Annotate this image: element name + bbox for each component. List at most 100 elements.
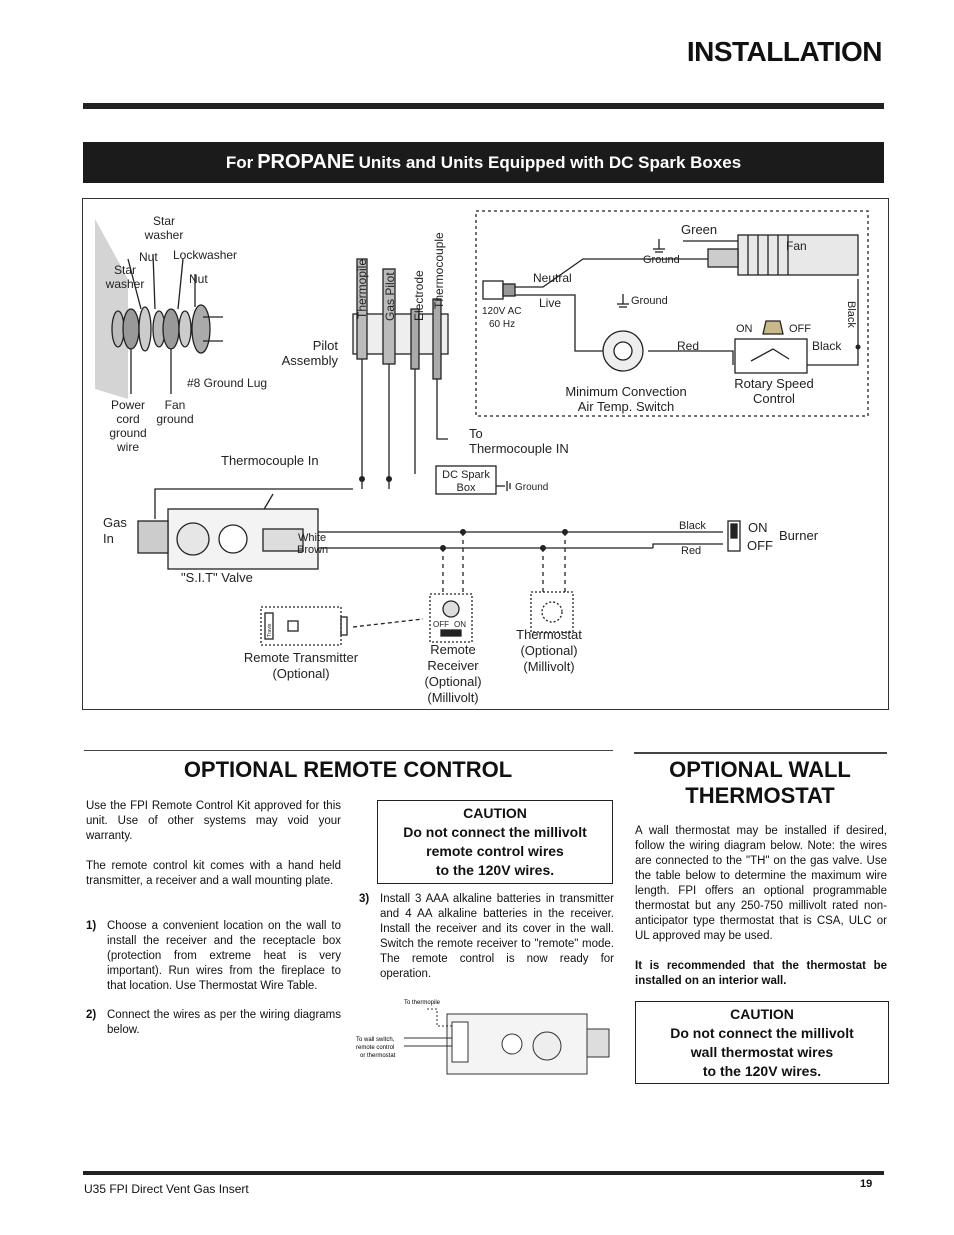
- wall-heading-line-1: OPTIONAL WALL: [669, 757, 851, 782]
- label-neutral: Neutral: [533, 271, 572, 285]
- label-black-vertical: Black: [845, 301, 857, 328]
- label-assembly: Assembly: [282, 353, 339, 368]
- label-burner: Burner: [779, 528, 819, 543]
- remote-step-1: 1) Choose a convenient location on the w…: [86, 919, 341, 994]
- page-number: 19: [860, 1178, 873, 1190]
- label-power-cord-4: wire: [116, 440, 139, 454]
- wiring-diagram: Star washer Nut Lockwasher Star washer N…: [82, 198, 889, 710]
- wall-section-rule: [634, 752, 887, 754]
- label-fan-ground-1: Fan: [165, 398, 186, 412]
- wiring-diagram-svg: Star washer Nut Lockwasher Star washer N…: [95, 210, 869, 705]
- label-red-fan: Red: [677, 339, 699, 353]
- caution-line: Do not connect the millivolt: [670, 1025, 854, 1041]
- remote-para-2: The remote control kit comes with a hand…: [86, 860, 341, 887]
- label-black-fan: Black: [812, 339, 842, 353]
- label-ground-mid: Ground: [631, 295, 668, 307]
- label-receiver-4: (Millivolt): [427, 690, 478, 705]
- banner-suffix: Units and Units Equipped with DC Spark B…: [358, 152, 742, 172]
- label-sit-valve: "S.I.T" Valve: [181, 570, 253, 585]
- label-ground-lug: #8 Ground Lug: [187, 376, 267, 390]
- wall-caution-box: CAUTION Do not connect the millivolt wal…: [635, 1001, 889, 1084]
- label-switch-off: OFF: [747, 538, 773, 553]
- label-lockwasher: Lockwasher: [173, 248, 237, 262]
- page-title: INSTALLATION: [686, 36, 883, 67]
- caution-title: CAUTION: [463, 805, 527, 821]
- label-to-wall-2: remote control: [356, 1045, 394, 1051]
- label-thermocouple: Thermocouple: [432, 232, 446, 309]
- banner-emphasis: PROPANE: [257, 151, 355, 173]
- label-rotary-1: Rotary Speed: [734, 376, 814, 391]
- label-white-wire: White: [298, 532, 326, 544]
- label-supply-2: 60 Hz: [489, 319, 515, 330]
- label-star-washer-left-2: washer: [105, 277, 145, 291]
- label-pilot: Pilot: [313, 338, 339, 353]
- label-fan-on: ON: [736, 323, 753, 335]
- step-number: 3): [359, 893, 370, 905]
- label-live: Live: [539, 296, 561, 310]
- remote-step-2: 2) Connect the wires as per the wiring d…: [86, 1008, 341, 1038]
- label-red-wire: Red: [681, 545, 701, 557]
- remote-heading: OPTIONAL REMOTE CONTROL: [183, 757, 513, 782]
- label-min-switch-2: Air Temp. Switch: [578, 399, 675, 414]
- caution-line: wall thermostat wires: [690, 1044, 834, 1060]
- label-to-wall-1: To wall switch,: [356, 1037, 395, 1043]
- wall-heading-line-2: THERMOSTAT: [685, 783, 835, 808]
- caution-line: to the 120V wires.: [702, 1063, 822, 1079]
- step-number: 1): [86, 920, 97, 932]
- label-receiver-on: ON: [454, 620, 466, 629]
- label-rotary-2: Control: [753, 391, 795, 406]
- wall-heading: OPTIONAL WALL THERMOSTAT: [634, 757, 886, 809]
- label-nut-right: Nut: [189, 272, 208, 286]
- caution-line: Do not connect the millivolt: [403, 824, 587, 840]
- footer-document-name: U35 FPI Direct Vent Gas Insert: [84, 1182, 249, 1196]
- label-nut-left: Nut: [139, 250, 158, 264]
- remote-caution-box: CAUTION Do not connect the millivolt rem…: [377, 800, 613, 884]
- label-receiver-3: (Optional): [424, 674, 481, 689]
- label-fan-ground-2: ground: [156, 412, 193, 426]
- label-dc-spark-2: Box: [457, 482, 476, 494]
- step-text: Install 3 AAA alkaline batteries in tran…: [380, 893, 614, 980]
- wall-para: A wall thermostat may be installed if de…: [635, 825, 887, 942]
- label-thermostat-3: (Millivolt): [523, 659, 574, 674]
- label-ground-spark: Ground: [515, 482, 548, 493]
- label-gas-pilot: Gas Pilot: [383, 272, 397, 321]
- label-fan-off: OFF: [789, 323, 811, 335]
- footer-rule: [83, 1171, 884, 1175]
- top-rule: [83, 103, 884, 109]
- label-power-cord-3: ground: [109, 426, 146, 440]
- label-electrode: Electrode: [412, 270, 426, 321]
- label-to-wall-3: or thermostat: [360, 1053, 396, 1059]
- label-thermocouple-in: Thermocouple In: [221, 453, 319, 468]
- label-thermopile: Thermopile: [355, 259, 369, 319]
- label-star-washer-top: Star: [153, 214, 175, 228]
- wall-note: It is recommended that the thermostat be…: [635, 960, 887, 987]
- label-thermostat-2: (Optional): [520, 643, 577, 658]
- label-supply-1: 120V AC: [482, 306, 521, 317]
- step-text: Connect the wires as per the wiring diag…: [107, 1009, 341, 1036]
- label-receiver-1: Remote: [430, 642, 476, 657]
- label-to-thermopile: To thermopile: [404, 1000, 441, 1006]
- label-power-cord-1: Power: [111, 398, 145, 412]
- label-thermostat-1: Thermostat: [516, 627, 582, 642]
- remote-step-3: 3) Install 3 AAA alkaline batteries in t…: [359, 892, 614, 982]
- label-in: In: [103, 531, 114, 546]
- label-transmitter-2: (Optional): [272, 666, 329, 681]
- label-green: Green: [681, 222, 717, 237]
- label-receiver-2: Receiver: [427, 658, 479, 673]
- label-transmitter-tag: Travis: [267, 623, 273, 637]
- label-switch-on: ON: [748, 520, 768, 535]
- label-transmitter-1: Remote Transmitter: [244, 650, 359, 665]
- step-text: Choose a convenient location on the wall…: [107, 920, 341, 992]
- caution-title: CAUTION: [730, 1006, 794, 1022]
- label-star-washer-left: Star: [114, 263, 136, 277]
- label-black-wire: Black: [679, 520, 706, 532]
- label-brown-wire: Brown: [297, 544, 328, 556]
- section-banner: For PROPANE Units and Units Equipped wit…: [83, 142, 884, 183]
- caution-line: to the 120V wires.: [435, 862, 555, 878]
- step-number: 2): [86, 1009, 97, 1021]
- valve-mini-svg: To thermopile To wall switch, remote con…: [356, 1000, 610, 1075]
- label-to: To: [469, 426, 483, 441]
- remote-para-1: Use the FPI Remote Control Kit approved …: [86, 800, 341, 842]
- caution-line: remote control wires: [426, 843, 564, 859]
- label-power-cord-2: cord: [116, 412, 139, 426]
